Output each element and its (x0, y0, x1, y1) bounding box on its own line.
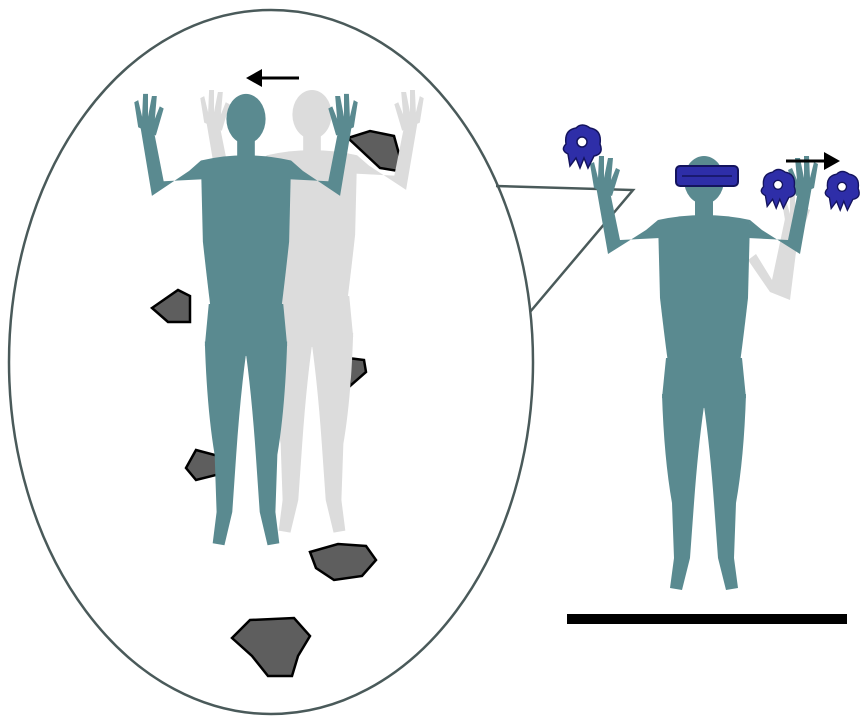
climbing-hold-icon (310, 544, 376, 580)
vr-headset-icon (676, 166, 738, 186)
climbing-hold-icon (232, 618, 310, 676)
vr-user-figure (590, 156, 818, 590)
vr-controller-icon (563, 125, 601, 168)
climbing-hold-icon (152, 290, 190, 322)
floor-platform (567, 614, 847, 624)
arrow-left-icon (246, 69, 299, 87)
vr-controller-icon (825, 172, 859, 211)
